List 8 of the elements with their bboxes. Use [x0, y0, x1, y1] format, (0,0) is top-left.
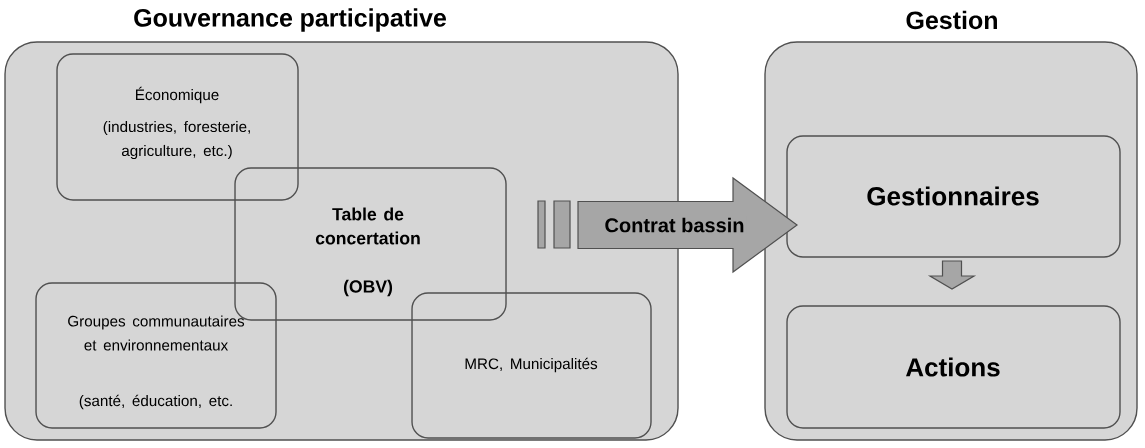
panel-heading: Gouvernance participative [134, 8, 446, 32]
group-box: Économique (industries, foresterie, agriculture, etc.) [56, 53, 299, 201]
group-box: Gestionnaires [786, 135, 1121, 258]
group-box: MRC, Municipalités [411, 292, 652, 439]
panel-heading: Gestion [906, 10, 997, 30]
group-box: Actions [786, 305, 1121, 429]
block-arrow [927, 260, 977, 290]
group-box: Groupes communautaires et environnementaux (santé, éducation, etc. [35, 282, 277, 429]
